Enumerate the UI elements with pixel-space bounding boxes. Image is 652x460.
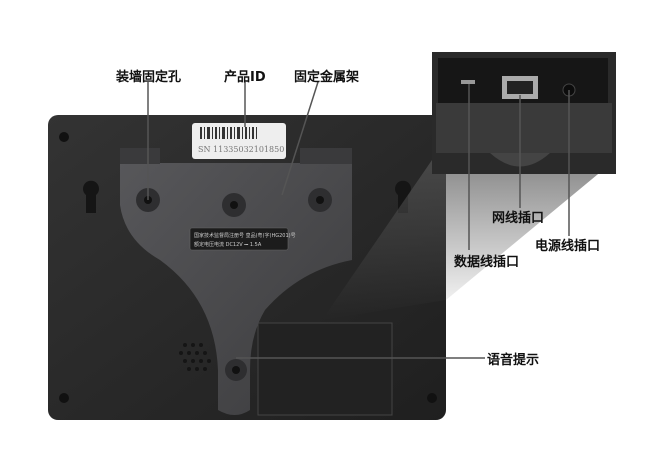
battery-compartment: [257, 322, 393, 416]
callout-data-port: 数据线插口: [454, 255, 520, 270]
callout-metal-bracket: 固定金属架: [294, 70, 360, 85]
callout-voice-prompt: 语音提示: [487, 353, 540, 368]
serial-number: SN 11335032101850: [198, 145, 284, 154]
plate-line-2: 额定电压电流 DC12V ⎓ 1.5A: [194, 241, 262, 248]
speaker-grille: [179, 343, 211, 371]
bracket-tab-left: [120, 148, 160, 164]
bracket-tab-right: [300, 148, 352, 164]
corner-screw: [59, 393, 69, 403]
keyhole-mount-left: [83, 180, 99, 213]
plate-line-1: 国家技术监督局注册号 皇品(粤)字(HG201)号: [194, 232, 296, 239]
data-port: [461, 80, 475, 84]
callout-product-id: 产品ID: [224, 70, 266, 85]
rating-plate: [189, 227, 289, 251]
callout-power-port: 电源线插口: [535, 239, 601, 254]
corner-screw: [427, 393, 437, 403]
callout-network-port: 网线插口: [492, 211, 545, 226]
port-inset-photo: [432, 52, 616, 174]
leader-lines: [147, 81, 570, 359]
callout-wall-mount-holes: 装墙固定孔: [116, 70, 182, 85]
barcode: [200, 127, 257, 139]
corner-screw: [59, 132, 69, 142]
metal-bracket: [120, 163, 352, 415]
